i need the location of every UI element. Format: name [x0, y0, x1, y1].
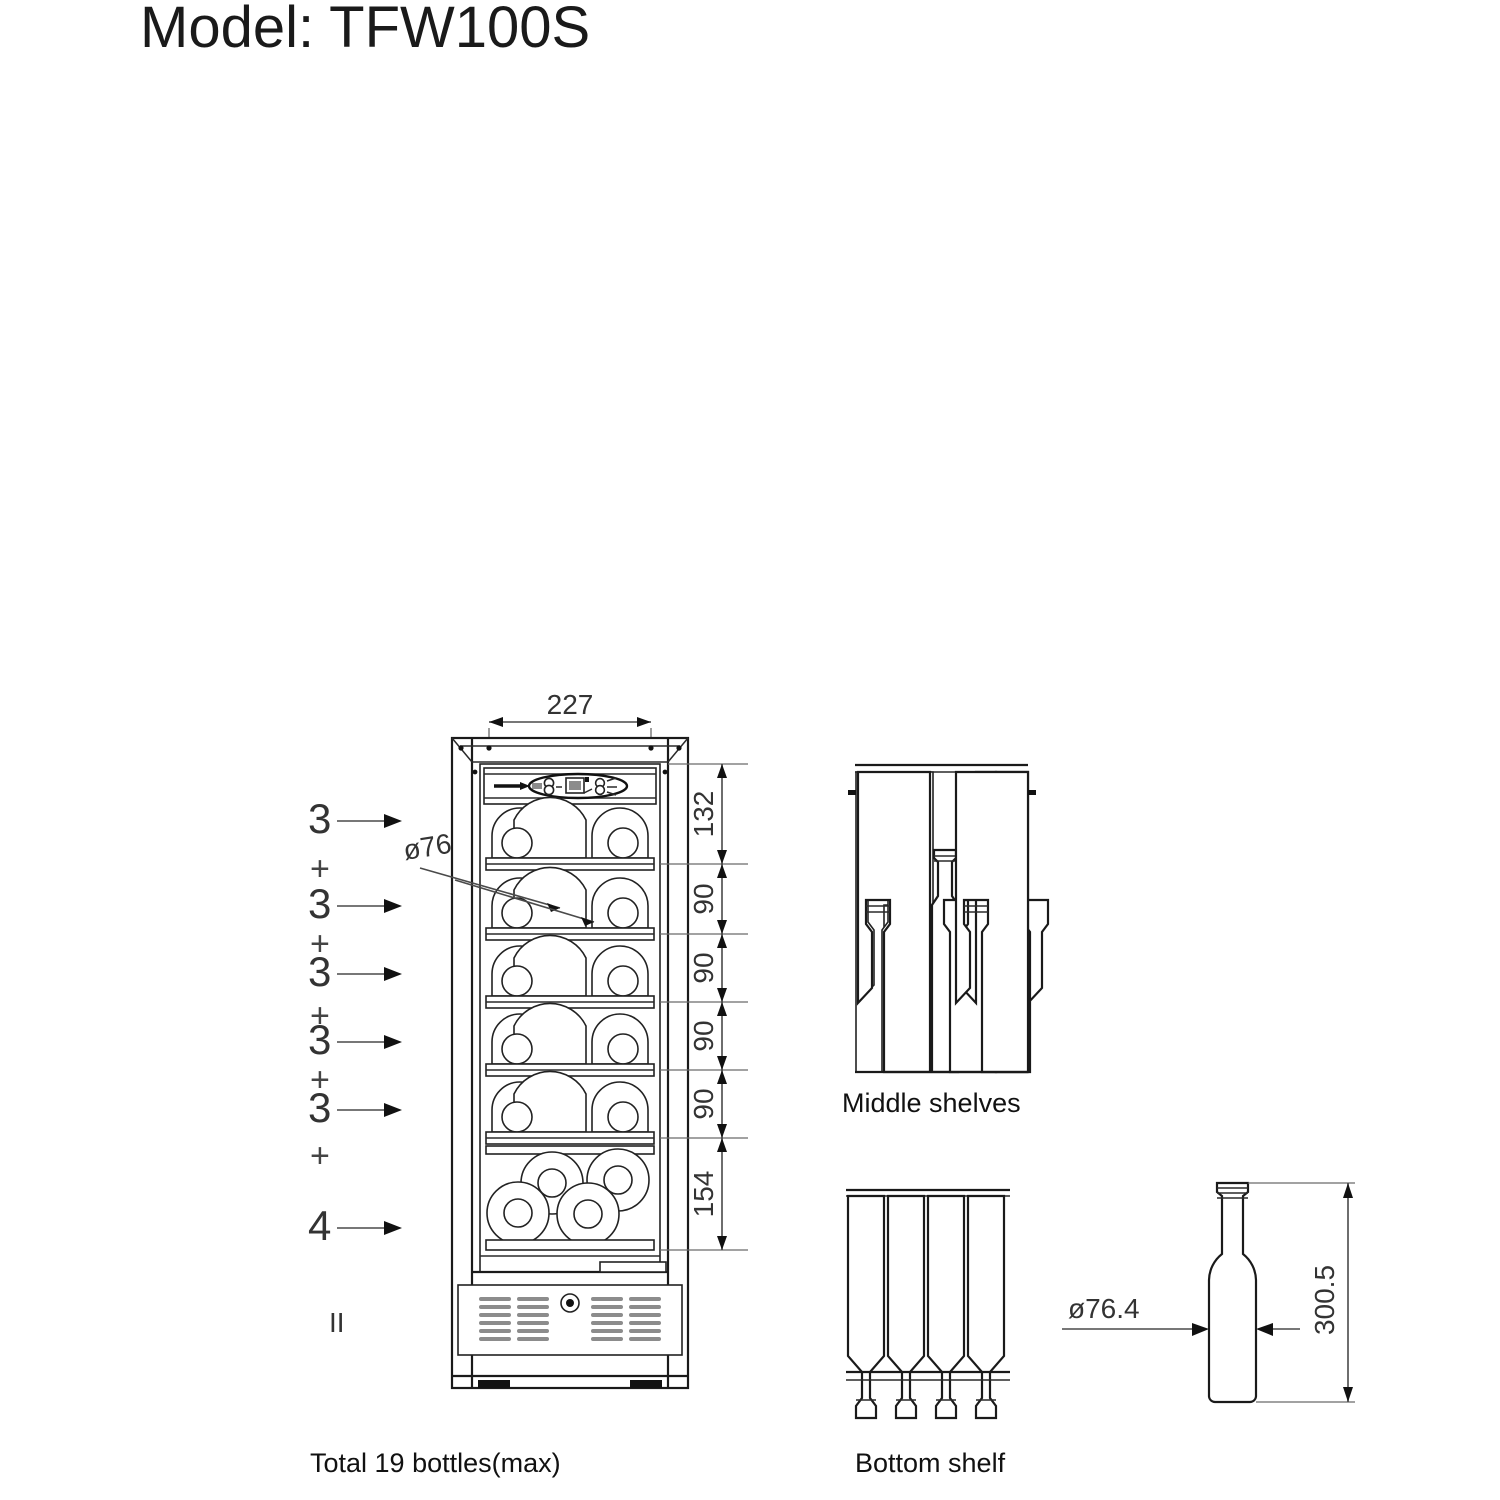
page-title: Model: TFW100S	[140, 0, 591, 60]
dim-width-227: 227	[547, 689, 594, 720]
plus-1: +	[310, 850, 330, 888]
count-shelf-5: 3	[308, 1084, 331, 1131]
shelf-row-1	[485, 796, 655, 871]
dim-bottle-diameter-76: ø76	[401, 828, 454, 866]
count-shelf-2: 3	[308, 880, 331, 927]
door-handle	[599, 1261, 667, 1273]
caption-middle-shelves: Middle shelves	[842, 1088, 1021, 1118]
bottle-count-column: 3 + 3 + 3 + 3 + 3 + 4	[308, 795, 402, 1249]
shelf-row-2	[485, 866, 655, 941]
small-mark-ii: II	[329, 1307, 345, 1338]
cabinet-foot-left	[478, 1380, 510, 1388]
caption-total-bottles: Total 19 bottles(max)	[310, 1448, 561, 1478]
bottle-dimension-detail: 300.5 ø76.4	[1062, 1181, 1355, 1404]
button-group-outline	[527, 772, 629, 800]
dim-bottle-height: 300.5	[1309, 1265, 1340, 1335]
plus-5: +	[310, 1137, 330, 1175]
control-panel	[483, 767, 657, 805]
count-shelf-1: 3	[308, 795, 331, 842]
dim-bottle-diameter: ø76.4	[1068, 1293, 1140, 1324]
bottom-shelf-detail	[846, 1188, 1010, 1420]
dim-shelf-4: 90	[688, 1020, 719, 1051]
bottom-vent-grille	[457, 1284, 683, 1356]
dim-shelf-1: 132	[688, 791, 719, 838]
shelf-row-3	[485, 934, 655, 1009]
shelf-rail-bottom	[485, 1239, 655, 1251]
caption-bottom-shelf: Bottom shelf	[855, 1448, 1006, 1478]
light-button-icon	[594, 777, 617, 796]
front-view-cabinet: II	[329, 717, 690, 1390]
dim-shelf-3: 90	[688, 952, 719, 983]
middle-shelves-detail	[848, 763, 1050, 1074]
minus-button-icon	[543, 777, 562, 796]
plus-4: +	[310, 1061, 330, 1099]
bottle-outline	[1207, 1181, 1258, 1404]
diameter-76-callout: ø76	[401, 828, 595, 926]
shelf-height-dimensions: 132 90 90 90 90 154	[660, 763, 748, 1251]
plus-2: +	[310, 925, 330, 963]
dim-shelf-bottom: 154	[688, 1171, 719, 1218]
plus-3: +	[310, 997, 330, 1035]
display-icon	[565, 777, 593, 794]
count-shelf-bottom: 4	[308, 1202, 331, 1249]
shelf-row-4	[485, 1002, 655, 1077]
count-shelf-3: 3	[308, 948, 331, 995]
shelf-row-5	[485, 1070, 655, 1145]
shelf-row-bottom	[485, 1145, 655, 1251]
cabinet-foot-right	[630, 1380, 662, 1388]
dim-shelf-2: 90	[688, 883, 719, 914]
dim-shelf-5: 90	[688, 1088, 719, 1119]
count-shelf-4: 3	[308, 1016, 331, 1063]
